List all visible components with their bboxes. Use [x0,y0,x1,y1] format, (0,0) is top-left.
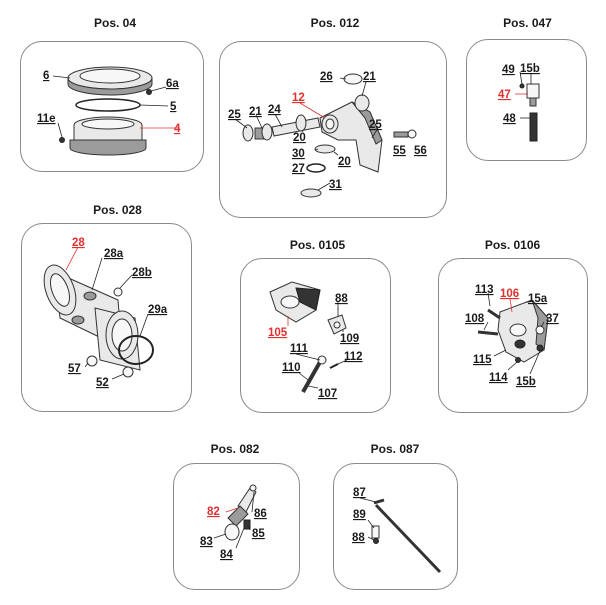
callout-47: 47 [498,89,511,101]
panel-title-pos-0105: Pos. 0105 [289,238,346,252]
callout-113: 113 [475,284,494,296]
callout-28b: 28b [132,267,152,279]
callout-87: 87 [353,487,366,499]
callout-28a: 28a [104,248,124,260]
callout-48: 48 [503,113,516,125]
callout-21-left: 21 [249,106,262,118]
callout-24: 24 [268,104,281,116]
callout-26: 26 [320,71,333,83]
callout-21-top: 21 [363,71,376,83]
callout-25-left: 25 [228,109,241,121]
pos-0106-drawing [477,292,549,375]
pos-028-drawing [43,246,154,380]
callout-89: 89 [353,509,366,521]
callout-112: 112 [344,351,363,363]
callout-114: 114 [489,372,508,384]
callout-88-clamp: 88 [335,293,348,305]
callout-55: 55 [393,145,406,157]
callout-11e: 11e [37,113,56,125]
callout-12: 12 [292,92,305,104]
callout-15b: 15b [520,63,540,75]
callout-20-upper: 20 [293,132,306,144]
callout-5: 5 [170,101,177,113]
callout-15b-bracket: 15b [516,376,536,388]
callout-15a: 15a [528,293,548,305]
pos-0105-drawing [269,281,348,393]
pos-082-drawing [213,484,257,549]
callout-56: 56 [414,145,427,157]
callout-20-lower: 20 [338,156,351,168]
pos-04-drawing [52,66,180,156]
panel-title-pos-028: Pos. 028 [93,203,142,217]
callout-107: 107 [318,388,337,400]
pos-047-drawing [515,71,540,142]
callout-110: 110 [282,362,301,374]
callout-6: 6 [43,70,49,82]
panel-title-pos-047: Pos. 047 [503,16,552,30]
panel-title-pos-087: Pos. 087 [370,442,420,456]
panel-pos-047 [466,39,587,161]
callout-52: 52 [96,377,109,389]
callout-37: 37 [546,313,559,325]
callout-106: 106 [500,288,519,300]
callout-28: 28 [72,237,85,249]
callout-111: 111 [290,343,309,355]
panel-title-pos-04: Pos. 04 [93,16,137,30]
callout-85: 85 [252,528,265,540]
callout-108: 108 [465,313,485,325]
callout-4: 4 [174,123,181,135]
panel-title-pos-0106: Pos. 0106 [484,238,541,252]
callout-30: 30 [292,148,305,160]
callout-86: 86 [254,508,267,520]
callout-83: 83 [200,536,213,548]
callout-84: 84 [220,549,233,561]
callout-109: 109 [340,333,359,345]
callout-88-rod: 88 [352,532,365,544]
callout-82: 82 [207,506,220,518]
callout-6a: 6a [166,78,179,90]
callout-49: 49 [502,64,515,76]
callout-27: 27 [292,163,305,175]
callout-29a: 29a [148,304,168,316]
callout-115: 115 [473,354,492,366]
panel-pos-028 [21,223,192,412]
pos-087-drawing [359,497,442,574]
callout-25-right: 25 [369,119,382,131]
callout-105: 105 [268,327,288,339]
callout-31: 31 [329,179,342,191]
callout-57: 57 [68,363,81,375]
panel-title-pos-012: Pos. 012 [310,16,360,30]
pos-012-drawing [234,73,417,198]
panel-title-pos-082: Pos. 082 [210,442,260,456]
